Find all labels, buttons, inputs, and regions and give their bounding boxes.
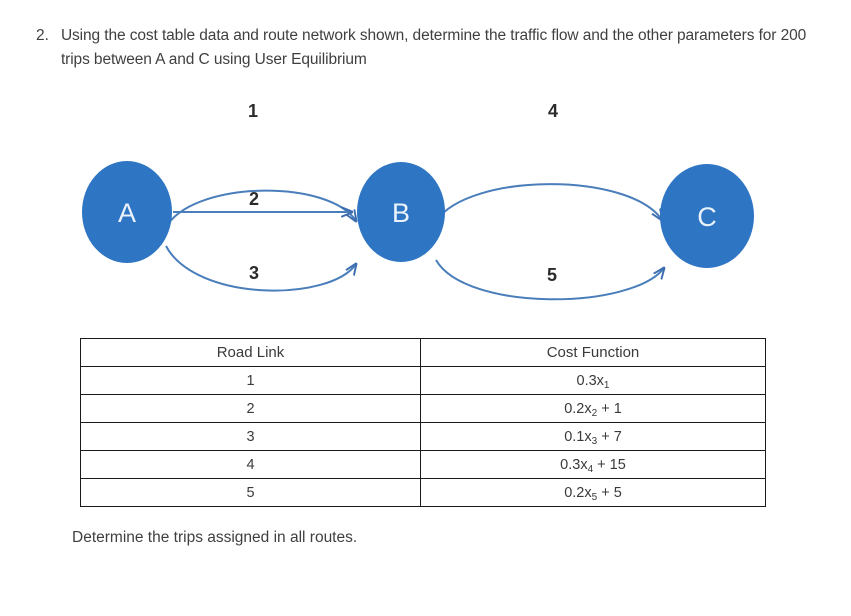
edge-3-path — [165, 245, 356, 292]
cost-coeff: 0.2x — [564, 400, 592, 417]
cell-road-link: 3 — [80, 422, 421, 451]
edge-1-label: 1 — [248, 101, 258, 121]
table-row: 4 0.3x4 + 15 — [80, 450, 766, 479]
node-c: C — [660, 164, 754, 268]
edge-2-label: 2 — [249, 189, 259, 209]
cost-coeff: 0.3x — [576, 372, 604, 389]
cell-cost-function: 0.3x1 — [420, 366, 766, 395]
footer-instruction: Determine the trips assigned in all rout… — [72, 529, 358, 546]
cell-cost-function: 0.3x4 + 15 — [420, 450, 766, 479]
cell-cost-function: 0.2x2 + 1 — [420, 394, 766, 423]
node-a-label: A — [118, 198, 136, 228]
cost-coeff: 0.1x — [564, 428, 592, 445]
edge-4-label: 4 — [548, 101, 558, 121]
cost-subscript: 5 — [591, 491, 598, 503]
node-b-label: B — [392, 198, 410, 228]
edge-4-path — [435, 183, 662, 221]
cost-subscript: 3 — [591, 435, 598, 447]
edge-1-path — [167, 189, 356, 225]
edge-3-label: 3 — [249, 263, 259, 283]
cost-constant: + 15 — [593, 456, 626, 473]
cell-road-link: 4 — [80, 450, 421, 479]
cell-cost-function: 0.1x3 + 7 — [420, 422, 766, 451]
edge-5-path — [435, 259, 664, 301]
cost-subscript: 4 — [587, 463, 594, 475]
node-b: B — [357, 162, 445, 262]
cost-coeff: 0.2x — [564, 484, 592, 501]
header-cost-function: Cost Function — [420, 338, 766, 367]
cell-road-link: 5 — [80, 478, 421, 507]
table-row: 1 0.3x1 — [80, 366, 766, 395]
table-row: 3 0.1x3 + 7 — [80, 422, 766, 451]
cost-constant: + 7 — [597, 428, 622, 445]
cost-subscript: 2 — [591, 407, 598, 419]
edge-5-label: 5 — [547, 265, 557, 285]
header-road-link: Road Link — [80, 338, 421, 367]
node-c-label: C — [697, 202, 717, 232]
question-text: Using the cost table data and route netw… — [60, 27, 807, 68]
cost-subscript: 1 — [603, 379, 610, 391]
question-number: 2. — [36, 27, 49, 44]
cost-constant: + 1 — [597, 400, 622, 417]
cell-road-link: 2 — [80, 394, 421, 423]
node-a: A — [82, 161, 172, 263]
cost-function-table: Road Link Cost Function 1 0.3x1 2 0.2x2 … — [80, 338, 766, 507]
table-row: 2 0.2x2 + 1 — [80, 394, 766, 423]
cost-constant: + 5 — [597, 484, 622, 501]
cell-road-link: 1 — [80, 366, 421, 395]
table-row: 5 0.2x5 + 5 — [80, 478, 766, 507]
route-network-diagram: A B C 1 2 3 4 5 — [0, 88, 851, 328]
cell-cost-function: 0.2x5 + 5 — [420, 478, 766, 507]
table-header-row: Road Link Cost Function — [80, 338, 766, 367]
cost-coeff: 0.3x — [560, 456, 588, 473]
question-block: 2. Using the cost table data and route n… — [36, 24, 816, 72]
